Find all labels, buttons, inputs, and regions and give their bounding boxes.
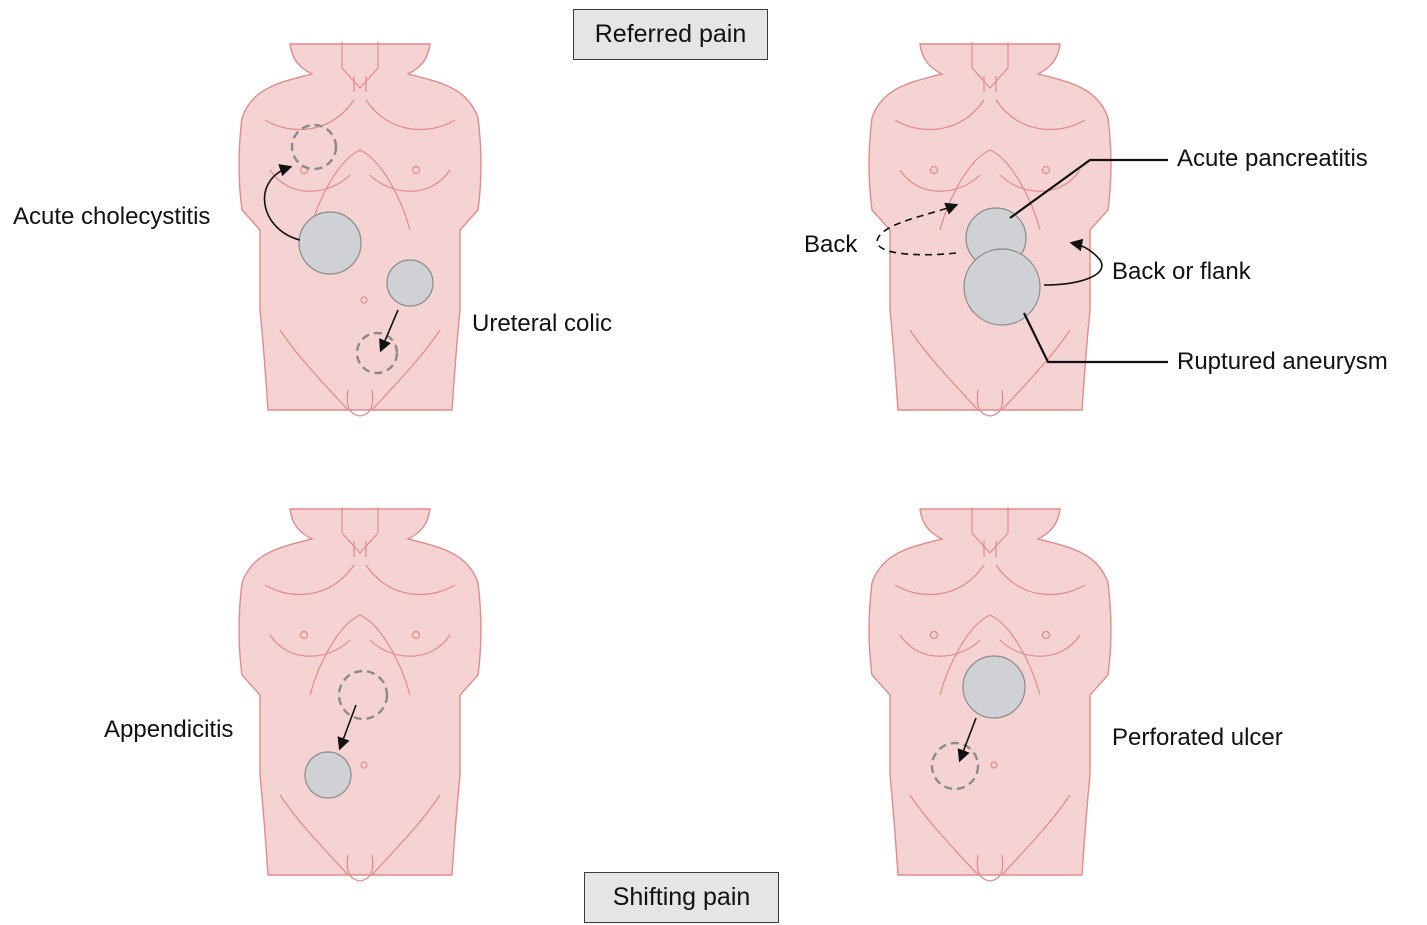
cholecystitis-site [299, 212, 361, 274]
appendicitis-label: Appendicitis [104, 716, 233, 744]
ureteral-colic-label: Ureteral colic [472, 310, 612, 338]
torso-top-left [239, 42, 481, 416]
aneurysm-site [964, 249, 1040, 325]
ulcer-initial-site [963, 656, 1025, 718]
shifting-pain-title: Shifting pain [584, 872, 779, 923]
referred-pain-title: Referred pain [573, 9, 768, 60]
back-label: Back [804, 231, 857, 259]
acute-pancreatitis-label: Acute pancreatitis [1177, 145, 1368, 173]
ureteral-colic-site [387, 260, 433, 306]
acute-cholecystitis-label: Acute cholecystitis [13, 203, 210, 231]
back-or-flank-label: Back or flank [1112, 258, 1251, 286]
ruptured-aneurysm-label: Ruptured aneurysm [1177, 348, 1388, 376]
appendicitis-shifted-site [305, 752, 351, 798]
torso-bottom-left [239, 507, 481, 881]
perforated-ulcer-label: Perforated ulcer [1112, 724, 1283, 752]
